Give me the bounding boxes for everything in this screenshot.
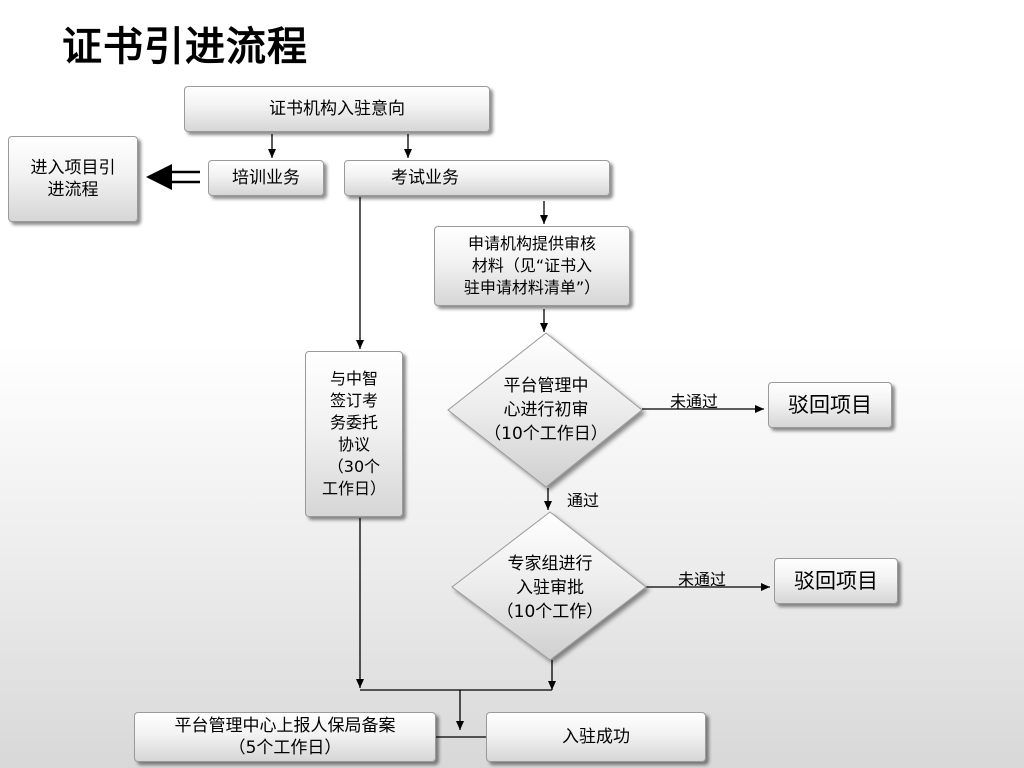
- node-sign-agreement: 与中智 签订考 务委托 协议 （30个 工作日）: [305, 351, 403, 517]
- node-submit-materials: 申请机构提供审核 材料（见“证书入 驻申请材料清单”）: [434, 226, 630, 306]
- node-initial-review-text: 平台管理中 心进行初审 （10个工作日）: [484, 376, 608, 444]
- page-title: 证书引进流程: [62, 24, 308, 70]
- node-training: 培训业务: [208, 160, 324, 196]
- node-reject-1: 驳回项目: [768, 382, 892, 428]
- node-expert-review-text: 专家组进行 入驻审批 （10个工作）: [496, 554, 604, 622]
- label-not-pass-1: 未通过: [670, 392, 719, 411]
- node-reject-2: 驳回项目: [774, 558, 898, 604]
- expert-review-diamond: [451, 511, 647, 661]
- node-report-filing: 平台管理中心上报人保局备案 （5个工作日）: [134, 712, 436, 762]
- node-success: 入驻成功: [486, 712, 706, 762]
- node-cert-intent: 证书机构入驻意向: [184, 86, 490, 132]
- label-pass: 通过: [567, 491, 600, 510]
- node-project-intro: 进入项目引 进流程: [8, 136, 138, 222]
- initial-review-diamond: [447, 332, 643, 488]
- label-not-pass-2: 未通过: [678, 570, 727, 589]
- double-arrow-icon: [146, 164, 200, 190]
- node-exam: 考试业务: [344, 160, 610, 196]
